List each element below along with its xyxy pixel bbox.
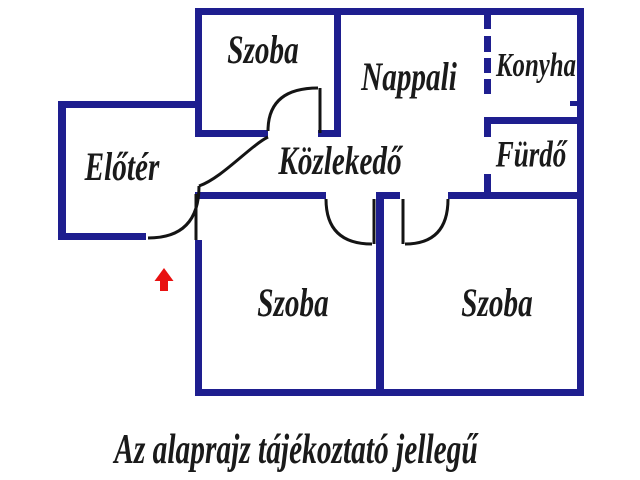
outer-walls [195,8,584,396]
room-label-konyha: Konyha [495,47,577,84]
kozlekedo-walls [195,192,584,199]
wall-furdo-top [484,117,584,124]
wall-szoba-top-bottom-a [195,130,268,137]
disclaimer-caption: Az alaprajz tájékoztató jellegű [114,427,478,473]
konyha-dash-2 [484,36,491,52]
wall-right [577,8,584,396]
room-label-kozlekedo: Közlekedő [278,138,402,183]
wall-furdo-left-upper [484,117,491,137]
wall-bottom [195,389,584,396]
door-arc-kozlekedo-passage [198,135,269,188]
wall-bottom-rooms-divider [376,192,384,396]
wall-szoba-top-right [334,8,341,137]
konyha-dashed-wall [484,15,491,94]
room-label-szoba-bottom-right: Szoba [461,280,533,325]
konyha-dash-1 [484,15,491,29]
wall-szoba-top-bottom-b [318,130,341,137]
door-arc-front-entrance [147,185,201,240]
wall-eloter-bottom [58,233,146,240]
wall-szoba-bl-left [195,240,202,396]
entrance-arrow-icon [154,268,174,291]
room-szoba-top-walls [195,8,341,137]
wall-eloter-top [60,101,202,108]
konyha-dash-4 [484,79,491,94]
door-arc-szoba-bl [324,198,373,246]
room-label-szoba-top: Szoba [227,27,299,72]
room-label-nappali: Nappali [361,54,457,99]
door-arc-szoba-br [404,198,450,246]
door-arc-szoba-top [266,86,319,132]
wall-furdo-left-lower [484,174,491,199]
wall-eloter-left [58,101,66,240]
room-furdo-walls [484,101,584,199]
wall-top [195,8,584,15]
room-label-eloter: Előtér [84,144,160,189]
wall-kozlekedo-mid [376,192,400,199]
konyha-dash-3 [484,58,491,73]
wall-szoba-top-left [195,8,202,137]
doors [147,86,450,246]
room-label-furdo: Fürdő [495,134,567,176]
room-eloter-walls [58,101,202,240]
wall-kozlekedo-left [195,192,326,199]
bottom-rooms-walls [195,192,384,396]
wall-kozlekedo-right [448,192,584,199]
wall-right-jamb-tick [570,101,577,106]
room-label-szoba-bottom-left: Szoba [257,280,329,325]
